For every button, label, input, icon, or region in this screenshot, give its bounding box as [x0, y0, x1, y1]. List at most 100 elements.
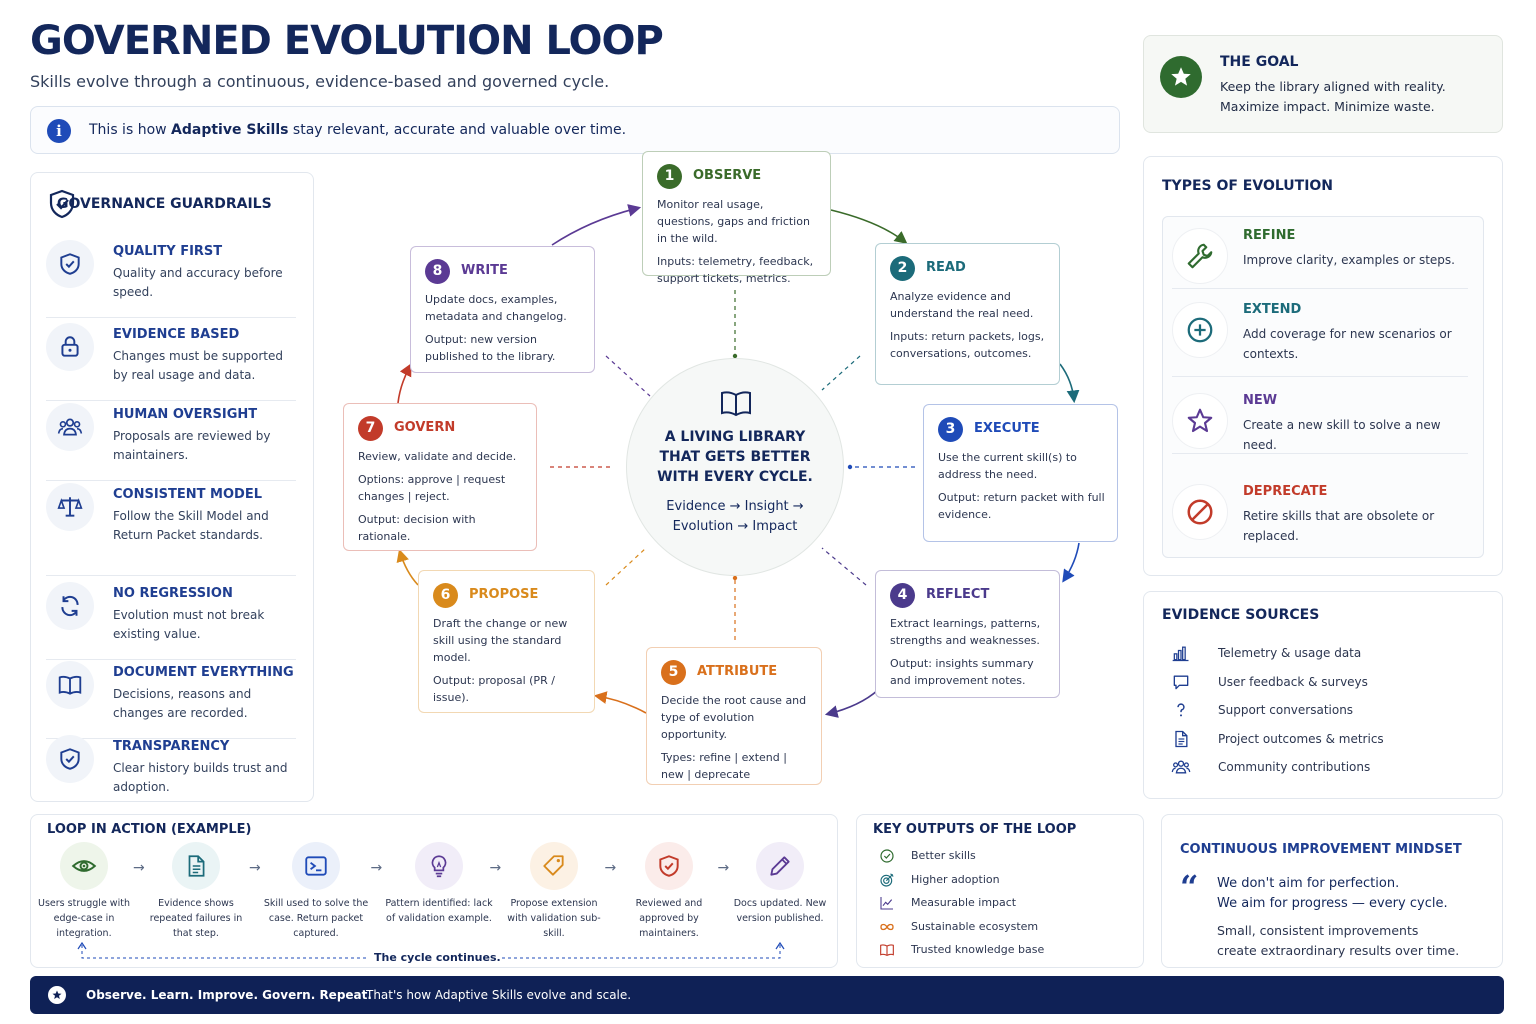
guardrail-desc: Follow the Skill Model and Return Packet…	[113, 509, 269, 542]
step-number: 6	[433, 583, 458, 608]
shield-check-icon	[46, 735, 94, 783]
shield-check-icon	[645, 842, 693, 890]
loop-step: Reviewed and approved by maintainers.	[614, 842, 724, 941]
people-icon	[46, 403, 94, 451]
loop-step: Pattern identified: lack of validation e…	[384, 842, 494, 926]
divider	[46, 575, 296, 576]
loop-step-label: Reviewed and approved by maintainers.	[635, 898, 703, 939]
evidence-label: Support conversations	[1218, 703, 1354, 717]
guardrail-desc: Changes must be supported by real usage …	[113, 349, 283, 382]
output-label: Sustainable ecosystem	[911, 919, 1039, 933]
divider	[46, 317, 296, 318]
step-body: Review, validate and decide.Options: app…	[358, 450, 517, 543]
step-number: 3	[938, 417, 963, 442]
scale-icon	[46, 483, 94, 531]
guardrail-desc: Clear history builds trust and adoption.	[113, 761, 288, 794]
loop-step: Docs updated. New version published.	[725, 842, 835, 926]
divider	[46, 400, 296, 401]
shield-check-icon	[46, 240, 94, 288]
divider	[1172, 288, 1468, 289]
type-title: DEPRECATE	[1243, 484, 1328, 499]
guardrail-title: EVIDENCE BASED	[113, 327, 240, 342]
bar-chart-icon	[1170, 642, 1192, 664]
step-number: 8	[425, 259, 450, 284]
step-title: OBSERVE	[693, 168, 762, 183]
guardrail-desc: Proposals are reviewed by maintainers.	[113, 429, 271, 462]
plus-circle-icon	[1172, 302, 1228, 358]
evidence-panel	[1143, 591, 1503, 799]
info-bar: i This is how Adaptive Skills stay relev…	[30, 106, 1120, 154]
type-title: EXTEND	[1243, 302, 1302, 317]
cycle-continues: The cycle continues.	[374, 951, 501, 964]
guardrail-desc: Evolution must not break existing value.	[113, 608, 265, 641]
terminal-icon	[292, 842, 340, 890]
footer-text: That's how Adaptive Skills evolve and sc…	[366, 988, 632, 1002]
refresh-icon	[46, 582, 94, 630]
evidence-label: Telemetry & usage data	[1218, 646, 1362, 660]
mindset-quote: We don't aim for perfection.We aim for p…	[1217, 876, 1448, 911]
outputs-title: KEY OUTPUTS OF THE LOOP	[873, 822, 1077, 837]
quote-icon: “	[1180, 868, 1199, 906]
divider	[1172, 376, 1468, 377]
loop-step: Skill used to solve the case. Return pac…	[261, 842, 371, 941]
arrow-right-icon: →	[604, 860, 617, 876]
step-propose: 6 PROPOSE Draft the change or new skill …	[418, 570, 595, 713]
ban-icon	[1172, 484, 1228, 540]
page-subtitle: Skills evolve through a continuous, evid…	[30, 72, 610, 91]
goal-title: THE GOAL	[1220, 54, 1299, 70]
arrow-right-icon: →	[717, 860, 730, 876]
guardrail-title: NO REGRESSION	[113, 586, 233, 601]
step-body: Analyze evidence and understand the real…	[890, 290, 1045, 360]
goal-card: THE GOAL Keep the library aligned with r…	[1143, 35, 1503, 133]
line-chart-icon	[878, 894, 896, 912]
type-title: REFINE	[1243, 228, 1296, 243]
outputs-panel	[856, 814, 1144, 968]
output-label: Better skills	[911, 849, 976, 862]
step-title: WRITE	[461, 263, 508, 278]
step-title: EXECUTE	[974, 421, 1040, 436]
loop-step: Evidence shows repeated failures in that…	[141, 842, 251, 941]
question-icon	[1170, 699, 1192, 721]
people-icon	[1170, 756, 1192, 778]
loop-step-label: Evidence shows repeated failures in that…	[149, 898, 243, 939]
step-title: REFLECT	[926, 587, 990, 602]
type-desc: Create a new skill to solve a new need.	[1243, 418, 1441, 452]
guardrail-title: HUMAN OVERSIGHT	[113, 407, 258, 422]
step-body: Draft the change or new skill using the …	[433, 617, 568, 704]
guardrail-title: QUALITY FIRST	[113, 244, 223, 259]
lock-icon	[46, 323, 94, 371]
check-circle-icon	[878, 847, 896, 865]
divider	[46, 738, 296, 739]
output-label: Trusted knowledge base	[911, 943, 1045, 956]
book-icon	[878, 941, 896, 959]
infinity-icon	[878, 918, 896, 936]
evidence-label: Project outcomes & metrics	[1218, 731, 1384, 746]
evidence-label: Community contributions	[1218, 760, 1371, 774]
loop-step-label: Skill used to solve the case. Return pac…	[263, 898, 369, 939]
step-body: Update docs, examples, metadata and chan…	[425, 293, 567, 363]
step-body: Monitor real usage, questions, gaps and …	[657, 198, 814, 285]
divider	[1172, 453, 1468, 454]
eye-icon	[60, 842, 108, 890]
evidence-title: EVIDENCE SOURCES	[1162, 607, 1320, 623]
arrow-right-icon: →	[249, 860, 261, 876]
output-label: Measurable impact	[911, 896, 1017, 909]
step-number: 7	[358, 416, 383, 441]
step-number: 2	[890, 256, 915, 281]
wrench-icon	[1172, 228, 1228, 284]
step-govern: 7 GOVERN Review, validate and decide.Opt…	[343, 403, 537, 551]
info-icon: i	[47, 119, 71, 143]
tag-icon	[530, 842, 578, 890]
document-icon	[172, 842, 220, 890]
divider	[46, 480, 296, 481]
loop-panel	[30, 814, 838, 968]
type-desc: Retire skills that are obsolete or repla…	[1243, 509, 1435, 543]
footer-bar: Observe. Learn. Improve. Govern. Repeat.…	[30, 976, 1504, 1014]
footer-motto: Observe. Learn. Improve. Govern. Repeat.	[86, 988, 372, 1002]
divider	[46, 659, 296, 660]
center-title: A LIVING LIBRARY THAT GETS BETTER WITH E…	[657, 429, 813, 485]
step-body: Extract learnings, patterns, strengths a…	[890, 617, 1041, 687]
step-body: Decide the root cause and type of evolut…	[661, 694, 807, 781]
